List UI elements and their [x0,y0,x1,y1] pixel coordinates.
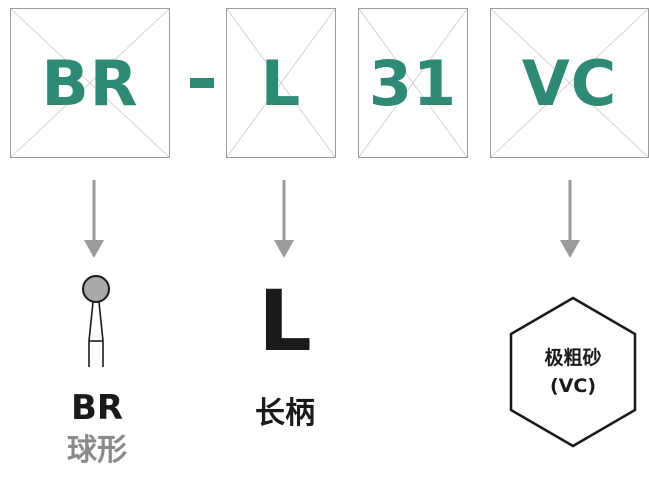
code-box-shape: BR [10,8,170,158]
arrow-down-icon [84,180,104,258]
code-grit: VC [521,46,618,120]
placeholder-cross [359,9,467,157]
placeholder-cross [11,9,169,157]
code-separator [190,78,214,88]
code-shape: BR [41,46,139,120]
arrow-down-icon [274,180,294,258]
grit-label-line2: (VC) [549,375,596,397]
code-box-shank: L [226,8,336,158]
code-size: 31 [368,46,458,120]
grit-hexagon-icon [509,296,637,448]
grit-label-line1: 极粗砂 [544,347,602,369]
shape-code-label: BR [70,388,124,428]
placeholder-cross [227,9,335,157]
shank-name-label: 长柄 [255,396,315,431]
placeholder-cross [491,9,648,157]
round-bur-icon [82,275,110,367]
code-box-size: 31 [358,8,468,158]
shank-symbol: L [258,272,312,370]
shape-name-label: 球形 [67,433,127,468]
code-box-grit: VC [490,8,649,158]
arrow-down-icon [560,180,580,258]
code-shank: L [260,46,302,120]
